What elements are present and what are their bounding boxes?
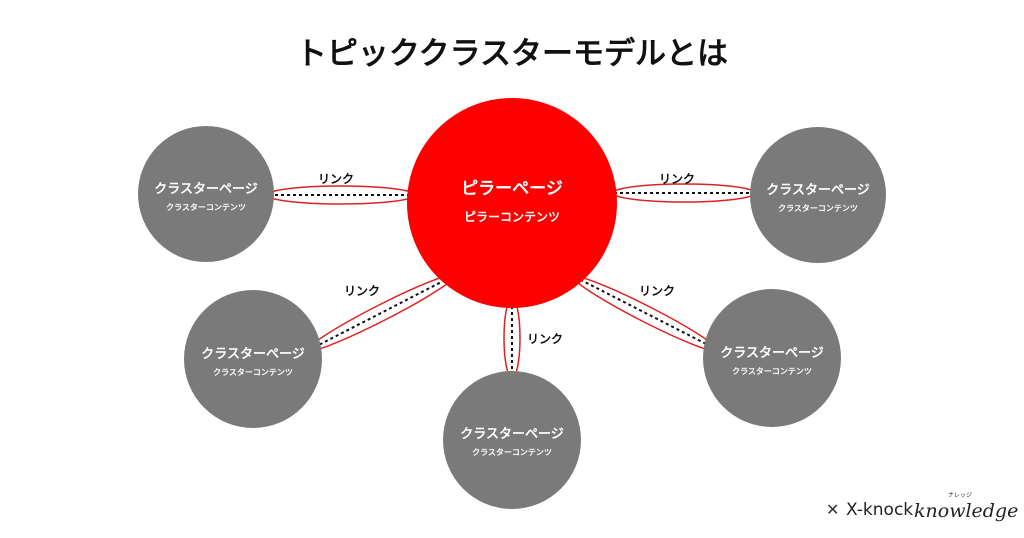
link-label: リンク [639, 284, 675, 298]
link-dashed-line [308, 275, 454, 351]
cluster-circle [184, 290, 322, 428]
link-dashed-line [574, 276, 719, 351]
cluster-title: クラスターページ [460, 427, 563, 442]
cluster-circle [443, 371, 581, 509]
link-lower-right: リンク [572, 275, 720, 353]
pillar-node: ピラーページ ピラーコンテンツ [407, 98, 617, 308]
brand-script: knowledge [914, 500, 1018, 522]
cluster-node-top-left: クラスターページ クラスターコンテンツ [138, 126, 274, 262]
cluster-node-bottom: クラスターページ クラスターコンテンツ [443, 371, 581, 509]
link-label: リンク [318, 172, 354, 186]
link-label: リンク [659, 172, 695, 186]
pillar-circle [407, 98, 617, 308]
pillar-title: ピラーページ [461, 179, 563, 199]
cluster-node-bottom-right: クラスターページ クラスターコンテンツ [703, 289, 841, 427]
brand-mark-icon: ✕ [826, 500, 839, 519]
pillar-subtitle: ピラーコンテンツ [464, 210, 560, 224]
cluster-circle [750, 127, 886, 263]
cluster-title: クラスターページ [766, 183, 869, 198]
cluster-title: クラスターページ [154, 182, 257, 197]
cluster-subtitle: クラスターコンテンツ [472, 447, 552, 457]
link-label: リンク [344, 284, 380, 298]
cluster-subtitle: クラスターコンテンツ [213, 367, 293, 377]
cluster-title: クラスターページ [201, 347, 304, 362]
cluster-subtitle: クラスターコンテンツ [732, 366, 812, 376]
link-left: リンク [266, 172, 416, 205]
cluster-subtitle: クラスターコンテンツ [166, 202, 246, 212]
link-label: リンク [527, 332, 563, 346]
cluster-title: クラスターページ [720, 346, 823, 361]
page-title: トピッククラスターモデルとは [296, 36, 728, 72]
brand-name: X-knock [846, 500, 913, 520]
brand-ruby: ナレッジ [948, 492, 972, 499]
cluster-node-bottom-left: クラスターページ クラスターコンテンツ [184, 290, 322, 428]
cluster-node-top-right: クラスターページ クラスターコンテンツ [750, 127, 886, 263]
cluster-circle [138, 126, 274, 262]
link-lower-left: リンク [306, 273, 456, 353]
link-bottom: リンク [503, 297, 563, 379]
cluster-subtitle: クラスターコンテンツ [778, 203, 858, 213]
link-right: リンク [612, 172, 756, 203]
brand-logo: ✕ X-knock knowledge ナレッジ [826, 492, 1018, 522]
cluster-circle [703, 289, 841, 427]
